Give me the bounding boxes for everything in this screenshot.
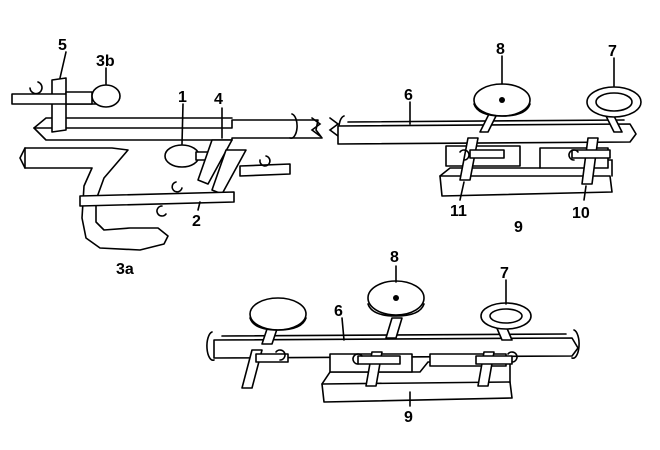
disc-1 <box>164 144 200 168</box>
lever-10 <box>568 137 611 185</box>
rotation-arrow-bottom-left <box>206 331 215 361</box>
disc-3b <box>91 84 121 108</box>
lever-bottom-left <box>241 349 289 389</box>
disc-8-bottom <box>367 280 425 339</box>
shaft-break-right <box>328 117 340 137</box>
disc-bottom-left <box>249 297 307 345</box>
label-1: 1 <box>178 89 187 106</box>
rotation-arrow-left <box>289 113 298 139</box>
label-9-bottom: 9 <box>404 409 413 426</box>
ring-7-bottom <box>480 302 532 341</box>
label-4: 4 <box>214 91 223 108</box>
bottom-shaft-assembly <box>206 280 580 403</box>
label-7-bottom: 7 <box>500 265 509 282</box>
main-shaft-left <box>33 117 323 141</box>
label-11: 11 <box>450 203 467 220</box>
disc-8-top <box>473 83 531 133</box>
rotation-arrow-bottom-right <box>571 329 580 359</box>
left-shaft-assembly <box>11 77 323 251</box>
part-labels: 5 3b 1 4 6 8 7 2 3a 11 9 10 8 7 6 9 <box>58 37 617 426</box>
ring-7-top <box>586 86 642 133</box>
label-7-top: 7 <box>608 43 617 60</box>
lever-bottom-middle <box>352 351 401 387</box>
label-3b: 3b <box>96 53 115 70</box>
label-8-bottom: 8 <box>390 249 399 266</box>
shaft-6-top <box>337 123 637 145</box>
label-6-bottom: 6 <box>334 303 343 320</box>
bar-9-bottom <box>321 353 513 403</box>
arm-5 <box>11 77 121 133</box>
shaft-break-left <box>310 117 322 137</box>
label-9-top: 9 <box>514 219 523 236</box>
lever-bottom-right <box>475 351 518 387</box>
lever-3a <box>19 147 169 251</box>
label-6-top: 6 <box>404 87 413 104</box>
label-2: 2 <box>192 213 201 230</box>
disc-1-assembly <box>79 139 291 217</box>
label-8-top: 8 <box>496 41 505 58</box>
leader-lines <box>59 51 615 407</box>
lever-11 <box>459 137 505 181</box>
label-5: 5 <box>58 37 67 54</box>
label-10: 10 <box>572 205 590 222</box>
right-shaft-assembly <box>328 83 642 197</box>
label-3a: 3a <box>116 261 134 278</box>
